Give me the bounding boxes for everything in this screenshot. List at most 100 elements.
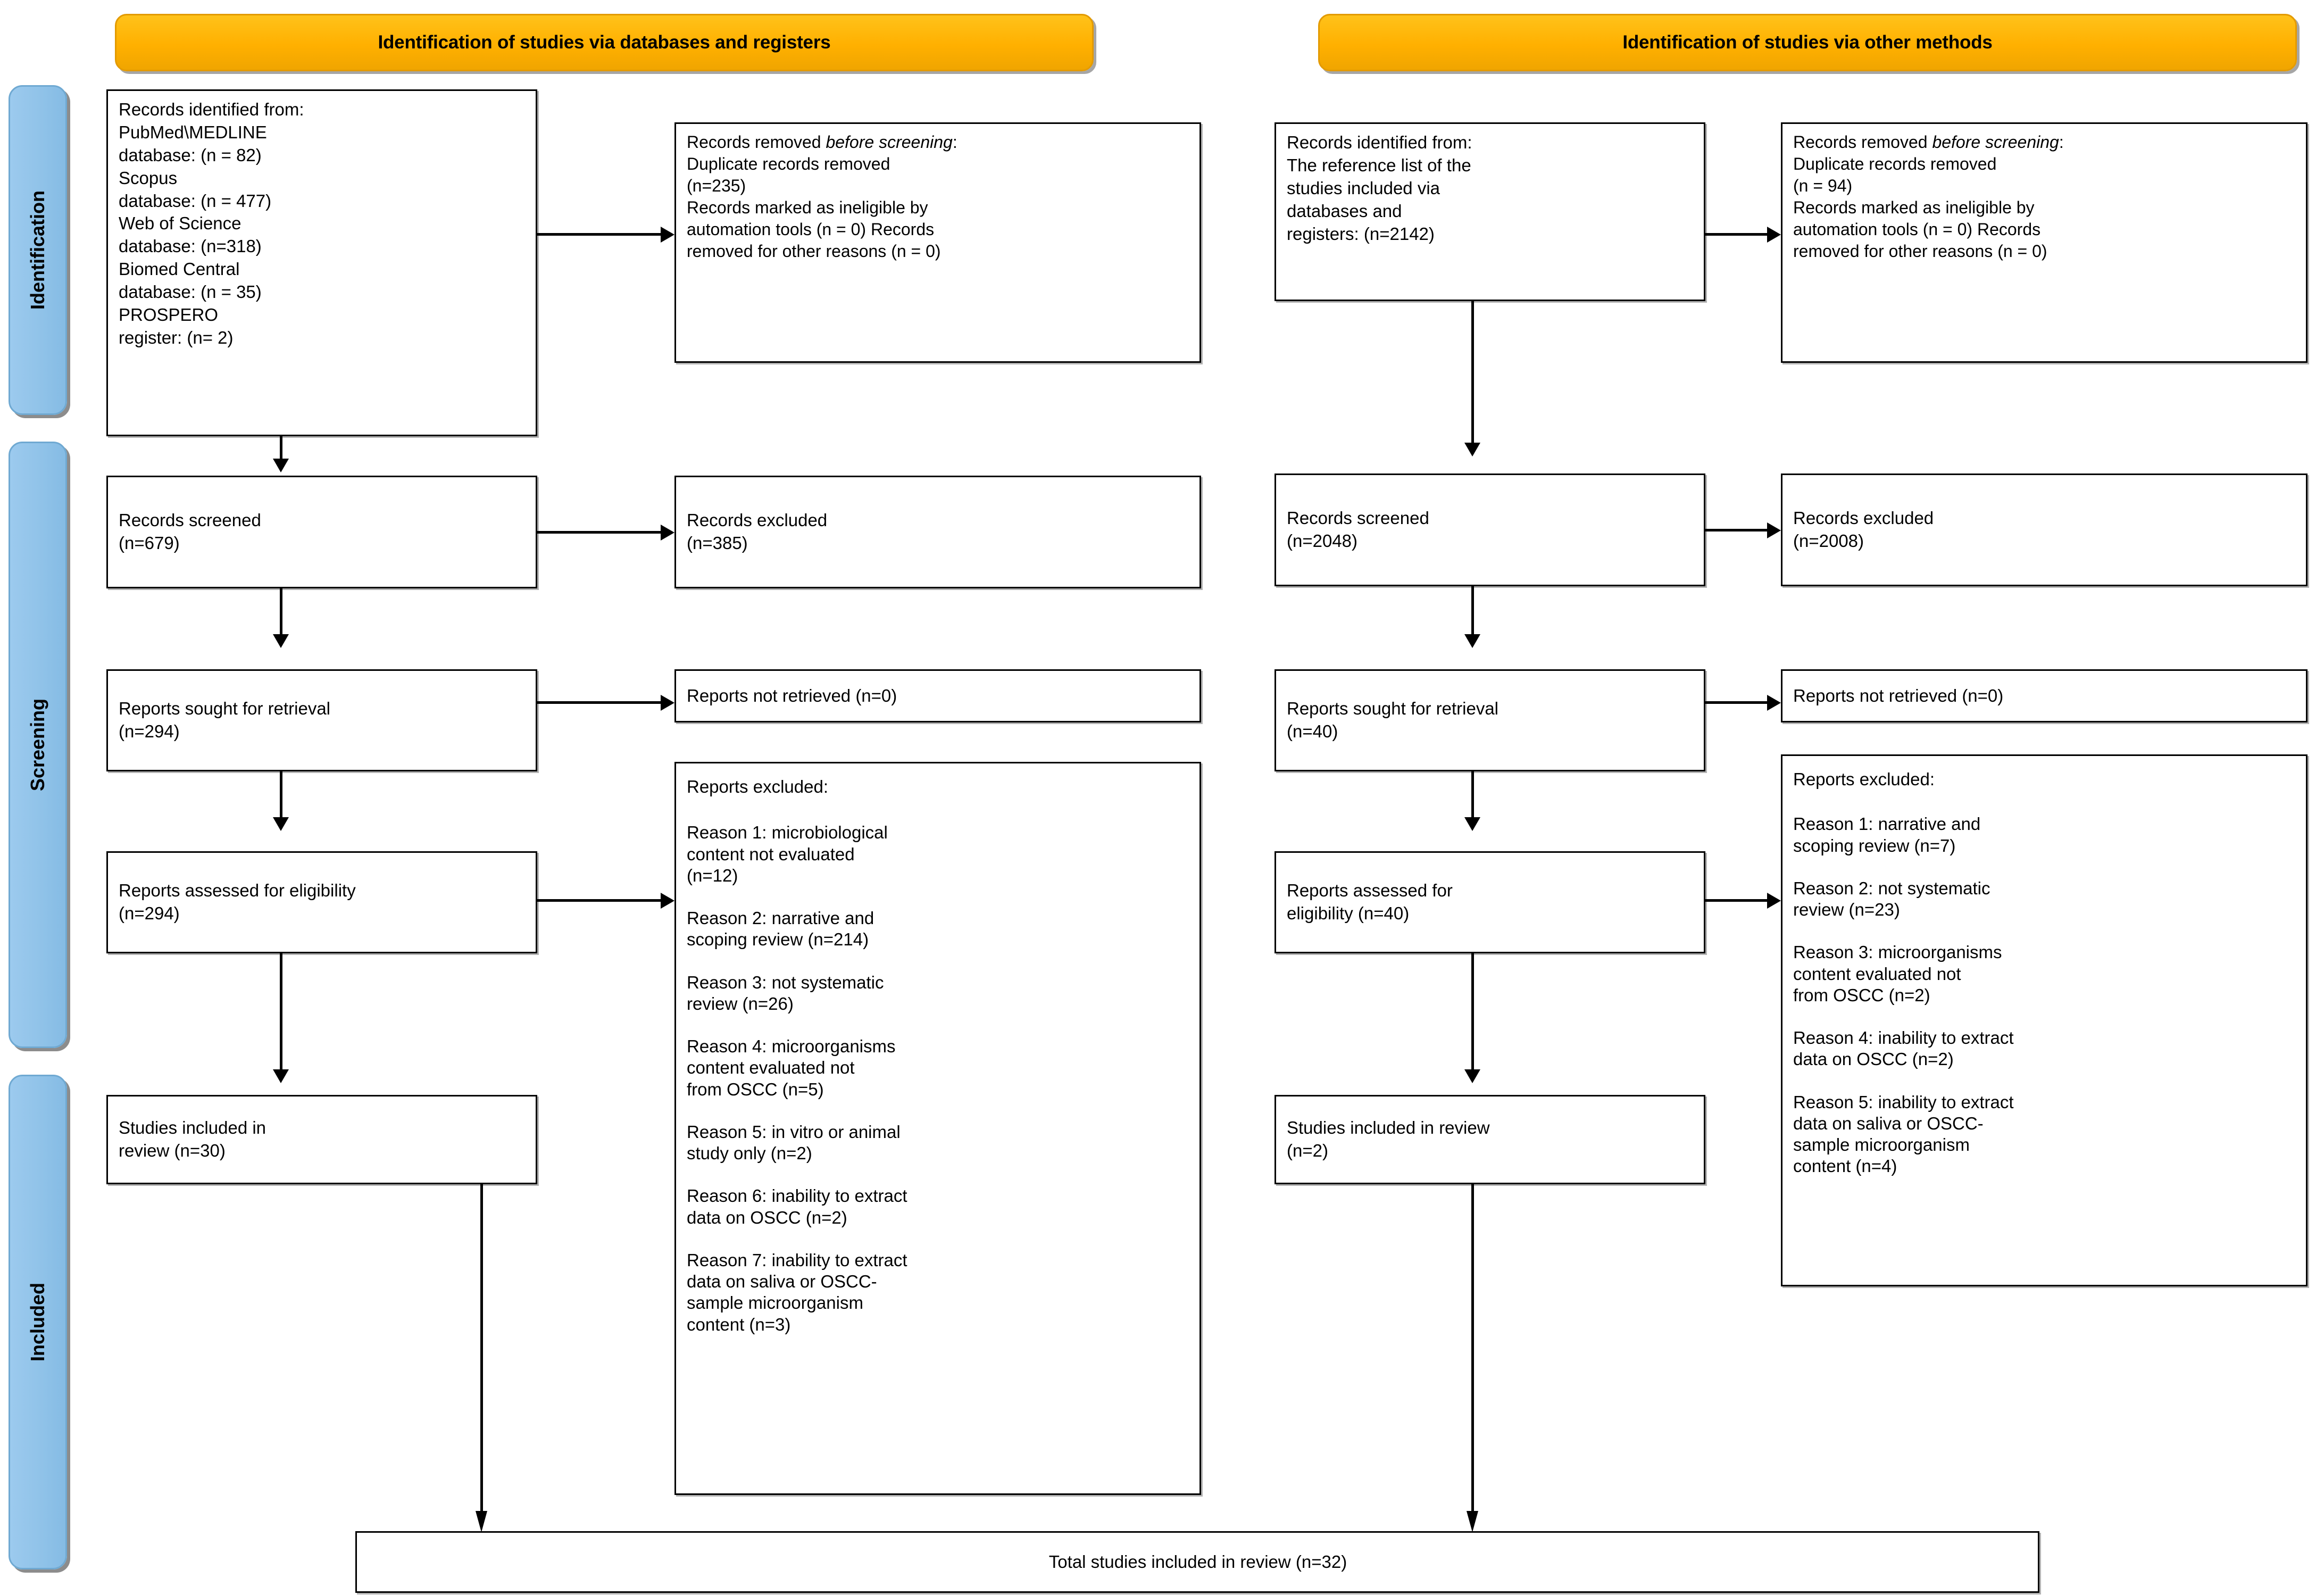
left-studies-included-box: Studies included in review (n=30): [106, 1095, 537, 1184]
left-connector-identified-to-screened: [280, 436, 282, 468]
left-connector-sought-to-not-retrieved: [537, 701, 661, 704]
left-reason-4: Reason 4: microorganisms content evaluat…: [687, 1036, 896, 1099]
right-connector-screened-to-sought: [1471, 586, 1474, 642]
left-reports-sought-box: Reports sought for retrieval (n=294): [106, 669, 537, 771]
right-reports-assessed-text: Reports assessed for eligibility (n=40): [1287, 880, 1453, 923]
right-records-screened-text: Records screened (n=2048): [1287, 508, 1429, 551]
right-records-identified-text: Records identified from: The reference l…: [1287, 132, 1472, 244]
left-reports-not-retrieved-text: Reports not retrieved (n=0): [687, 685, 897, 705]
right-records-screened-box: Records screened (n=2048): [1275, 473, 1705, 586]
right-connector-identified-to-screened: [1471, 301, 1474, 450]
stage-bar-screening: Screening: [9, 442, 67, 1048]
right-arrow-identified-to-screened: [1464, 443, 1480, 456]
left-reports-sought-text: Reports sought for retrieval (n=294): [119, 699, 331, 741]
left-records-removed-italic: before screening: [826, 132, 953, 152]
right-connector-assessed-to-excluded: [1705, 899, 1767, 902]
left-connector-assessed-to-excluded: [537, 899, 661, 902]
right-studies-included-box: Studies included in review (n=2): [1275, 1095, 1705, 1184]
left-connector-screened-to-sought: [280, 588, 282, 642]
right-records-excluded-text: Records excluded (n=2008): [1793, 508, 1934, 551]
right-arrow-sought-to-assessed: [1464, 817, 1480, 831]
left-records-removed-head: Records removed: [687, 132, 826, 152]
right-arrow-included-to-total: [1467, 1511, 1478, 1532]
right-reports-sought-box: Reports sought for retrieval (n=40): [1275, 669, 1705, 771]
left-arrow-assessed-to-excluded: [661, 893, 674, 909]
right-reports-assessed-box: Reports assessed for eligibility (n=40): [1275, 851, 1705, 953]
left-records-removed-box: Records removed before screening: Duplic…: [674, 122, 1201, 363]
right-records-removed-head: Records removed: [1793, 132, 1932, 152]
banner-other-methods-label: Identification of studies via other meth…: [1622, 32, 1993, 53]
right-reason-3: Reason 3: microorganisms content evaluat…: [1793, 942, 2002, 1005]
right-reports-excluded-box: Reports excluded: Reason 1: narrative an…: [1781, 754, 2308, 1286]
left-records-identified-box: Records identified from: PubMed\MEDLINE …: [106, 89, 537, 436]
left-arrow-sought-to-not-retrieved: [661, 695, 674, 711]
banner-other-methods: Identification of studies via other meth…: [1318, 14, 2297, 71]
right-reports-sought-text: Reports sought for retrieval (n=40): [1287, 699, 1499, 741]
left-connector-sought-to-assessed: [280, 771, 282, 825]
left-records-screened-text: Records screened (n=679): [119, 510, 261, 553]
right-records-removed-italic: before screening: [1932, 132, 2059, 152]
right-arrow-assessed-to-included: [1464, 1069, 1480, 1083]
left-connector-identified-to-removed: [537, 233, 661, 236]
left-records-identified-text: Records identified from: PubMed\MEDLINE …: [119, 99, 304, 347]
left-arrow-identified-to-screened: [273, 459, 289, 472]
stage-label-identification: Identification: [27, 190, 48, 310]
right-reports-excluded-list: Reports excluded: Reason 1: narrative an…: [1793, 769, 2296, 1177]
stage-bar-identification: Identification: [9, 85, 67, 415]
left-arrow-identified-to-removed: [661, 227, 674, 243]
left-reports-assessed-box: Reports assessed for eligibility (n=294): [106, 851, 537, 953]
left-records-excluded-box: Records excluded (n=385): [674, 476, 1201, 588]
right-arrow-identified-to-removed: [1767, 227, 1781, 243]
left-arrow-assessed-to-included: [273, 1069, 289, 1083]
right-records-excluded-box: Records excluded (n=2008): [1781, 473, 2308, 586]
right-records-removed-body: : Duplicate records removed (n = 94) Rec…: [1793, 132, 2064, 261]
left-reason-1: Reason 1: microbiological content not ev…: [687, 823, 888, 885]
left-arrow-screened-to-sought: [273, 634, 289, 648]
left-reason-5: Reason 5: in vitro or animal study only …: [687, 1122, 901, 1163]
banner-databases-registers-label: Identification of studies via databases …: [378, 32, 831, 53]
right-arrow-assessed-to-excluded: [1767, 893, 1781, 909]
left-records-removed-body: : Duplicate records removed (n=235) Reco…: [687, 132, 957, 261]
right-reports-not-retrieved-box: Reports not retrieved (n=0): [1781, 669, 2308, 722]
left-reports-not-retrieved-box: Reports not retrieved (n=0): [674, 669, 1201, 722]
left-arrow-sought-to-assessed: [273, 817, 289, 831]
left-arrow-screened-to-excluded: [661, 525, 674, 541]
left-connector-assessed-to-included: [280, 953, 282, 1077]
right-arrow-screened-to-sought: [1464, 634, 1480, 648]
left-reports-assessed-text: Reports assessed for eligibility (n=294): [119, 880, 356, 923]
left-reports-excluded-box: Reports excluded: Reason 1: microbiologi…: [674, 762, 1201, 1495]
right-arrow-sought-to-not-retrieved: [1767, 695, 1781, 711]
total-studies-included-text: Total studies included in review (n=32): [1048, 1551, 1347, 1572]
right-connector-included-to-total: [1471, 1184, 1474, 1519]
stage-bar-included: Included: [9, 1075, 67, 1569]
left-reason-7: Reason 7: inability to extract data on s…: [687, 1250, 907, 1334]
right-connector-screened-to-excluded: [1705, 529, 1767, 531]
left-records-removed-text: Records removed before screening: Duplic…: [687, 131, 957, 262]
right-arrow-screened-to-excluded: [1767, 522, 1781, 538]
left-records-excluded-text: Records excluded (n=385): [687, 510, 828, 553]
right-studies-included-text: Studies included in review (n=2): [1287, 1118, 1490, 1160]
left-connector-screened-to-excluded: [537, 531, 661, 534]
left-studies-included-text: Studies included in review (n=30): [119, 1118, 266, 1160]
stage-label-screening: Screening: [27, 698, 48, 792]
left-arrow-included-to-total: [476, 1511, 487, 1532]
right-connector-assessed-to-included: [1471, 953, 1474, 1077]
right-records-identified-box: Records identified from: The reference l…: [1275, 122, 1705, 301]
left-records-screened-box: Records screened (n=679): [106, 476, 537, 588]
left-reason-2: Reason 2: narrative and scoping review (…: [687, 908, 874, 950]
right-connector-sought-to-not-retrieved: [1705, 701, 1767, 704]
right-reason-1: Reason 1: narrative and scoping review (…: [1793, 814, 1981, 855]
right-reason-4: Reason 4: inability to extract data on O…: [1793, 1028, 2014, 1069]
left-reason-3: Reason 3: not systematic review (n=26): [687, 972, 884, 1014]
left-connector-included-to-total: [480, 1184, 483, 1519]
right-reports-excluded-title: Reports excluded:: [1793, 769, 1935, 789]
right-records-removed-text: Records removed before screening: Duplic…: [1793, 131, 2064, 262]
left-reason-6: Reason 6: inability to extract data on O…: [687, 1186, 907, 1227]
right-connector-identified-to-removed: [1705, 233, 1767, 236]
right-connector-sought-to-assessed: [1471, 771, 1474, 825]
right-reason-2: Reason 2: not systematic review (n=23): [1793, 878, 1990, 919]
left-reports-excluded-list: Reports excluded: Reason 1: microbiologi…: [687, 776, 1190, 1335]
right-records-removed-box: Records removed before screening: Duplic…: [1781, 122, 2308, 363]
stage-label-included: Included: [27, 1282, 49, 1362]
